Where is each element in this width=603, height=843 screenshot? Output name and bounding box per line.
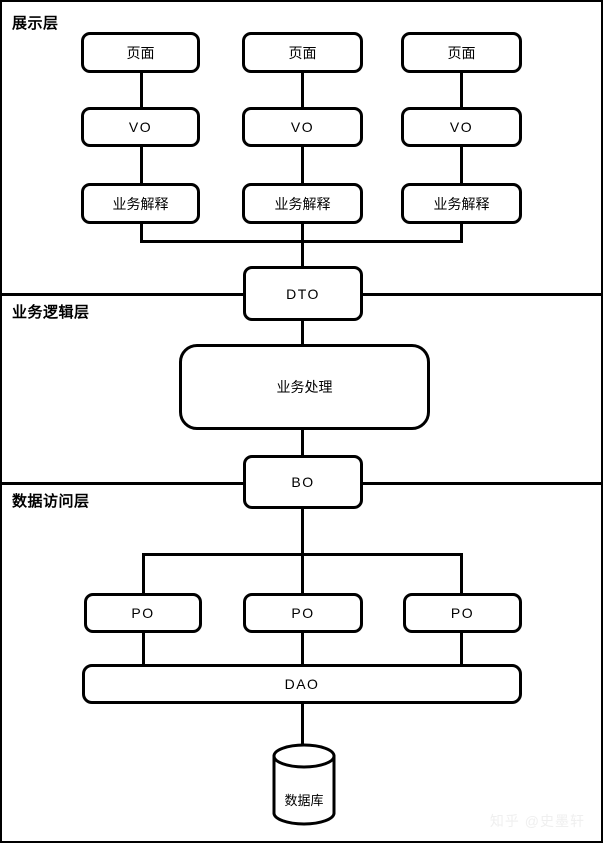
connector-bus-po1: [142, 553, 145, 595]
node-po-2[interactable]: PO: [243, 593, 363, 633]
connector-page2-vo2: [301, 72, 304, 109]
connector-dao-database: [301, 701, 304, 749]
node-vo-1[interactable]: VO: [81, 107, 200, 147]
connector-interpret1-bus: [140, 223, 143, 243]
connector-bus-po2: [301, 553, 304, 595]
database-cylinder-icon: [272, 743, 336, 826]
connector-process-bo: [301, 428, 304, 458]
connector-page1-vo1: [140, 72, 143, 109]
connector-interpret2-bus: [301, 223, 304, 243]
node-database-label: 数据库: [284, 793, 324, 808]
layer-label-data-access: 数据访问层: [12, 493, 90, 510]
node-dao[interactable]: DAO: [82, 664, 522, 704]
node-po-1[interactable]: PO: [84, 593, 202, 633]
connector-bus-dto: [301, 240, 304, 270]
connector-po1-dao: [142, 631, 145, 666]
connector-bo-bus: [301, 506, 304, 556]
connector-vo3-interpret3: [460, 146, 463, 185]
connector-bus-po3: [460, 553, 463, 595]
node-vo-2[interactable]: VO: [242, 107, 363, 147]
connector-po3-dao: [460, 631, 463, 666]
node-po-3[interactable]: PO: [403, 593, 522, 633]
node-vo-3[interactable]: VO: [401, 107, 522, 147]
watermark: 知乎 @史墨轩: [489, 813, 585, 829]
node-database[interactable]: 数据库: [270, 742, 338, 827]
layer-label-presentation: 展示层: [12, 15, 59, 32]
connector-vo2-interpret2: [301, 146, 304, 185]
connector-vo1-interpret1: [140, 146, 143, 185]
node-business-process[interactable]: 业务处理: [179, 344, 430, 430]
connector-dto-process: [301, 318, 304, 346]
connector-interpret3-bus: [460, 223, 463, 243]
node-page-2[interactable]: 页面: [242, 32, 363, 73]
node-dto[interactable]: DTO: [243, 266, 363, 321]
node-page-3[interactable]: 页面: [401, 32, 522, 73]
node-business-interpret-2[interactable]: 业务解释: [242, 183, 363, 224]
node-page-1[interactable]: 页面: [81, 32, 200, 73]
node-business-interpret-3[interactable]: 业务解释: [401, 183, 522, 224]
node-business-interpret-1[interactable]: 业务解释: [81, 183, 200, 224]
node-bo[interactable]: BO: [243, 455, 363, 509]
connector-po2-dao: [301, 631, 304, 666]
layer-label-business-logic: 业务逻辑层: [12, 304, 90, 321]
connector-page3-vo3: [460, 72, 463, 109]
